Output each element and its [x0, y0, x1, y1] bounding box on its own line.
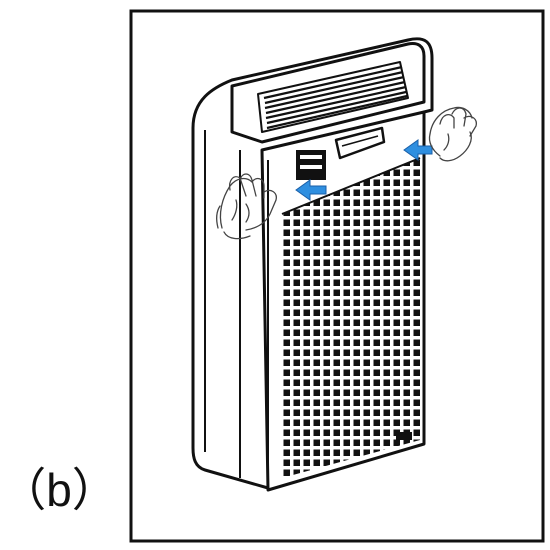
figure-frame — [129, 9, 545, 543]
left-hand-icon — [216, 173, 277, 240]
top-vent-slats — [263, 65, 408, 130]
right-arrow-icon — [403, 139, 433, 161]
left-arrow-icon — [295, 179, 327, 201]
figure-label: （b） — [0, 464, 118, 516]
right-hand-icon — [428, 106, 477, 162]
handle-slot — [334, 126, 386, 160]
purifier-side-panel — [191, 37, 434, 490]
front-grill — [282, 158, 420, 478]
bottom-latch — [396, 432, 412, 440]
